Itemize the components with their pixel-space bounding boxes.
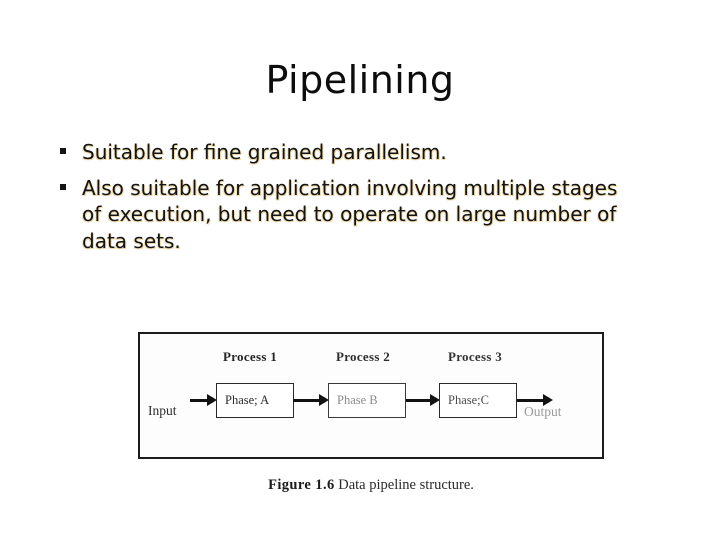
bullet-square-icon xyxy=(60,183,66,190)
input-arrowhead-icon xyxy=(207,394,217,406)
input-label: Input xyxy=(148,403,177,418)
output-arrow xyxy=(517,399,546,402)
input-arrow xyxy=(190,399,209,402)
bullet-item: Also suitable for application involving … xyxy=(58,175,633,255)
phase-b-label: Phase B xyxy=(337,393,378,407)
phase-a-label: Phase; A xyxy=(225,393,270,407)
process-3-label: Process 3 xyxy=(447,349,503,364)
bullet-list: Suitable for fine grained parallelism. A… xyxy=(58,139,633,263)
arrow-b-to-c xyxy=(406,399,432,402)
arrowhead-a-to-b-icon xyxy=(319,394,329,406)
figure-caption-text: Data pipeline structure. xyxy=(334,477,474,493)
phase-a-box: Phase; A xyxy=(216,383,294,418)
bullet-square-icon xyxy=(60,148,66,154)
phase-c-label: Phase;C xyxy=(448,393,489,407)
process-2-label: Process 2 xyxy=(335,349,391,364)
bullet-text: Also suitable for application involving … xyxy=(82,175,618,253)
pipeline-figure: Process 1 Process 2 Process 3 Phase; A P… xyxy=(138,332,604,459)
phase-b-box: Phase B xyxy=(328,383,406,418)
output-arrowhead-icon xyxy=(543,394,553,406)
arrowhead-b-to-c-icon xyxy=(430,394,440,406)
output-label: Output xyxy=(524,404,562,419)
figure-caption: Figure 1.6 Data pipeline structure. xyxy=(138,477,604,494)
phase-c-box: Phase;C xyxy=(439,383,517,418)
process-1-label: Process 1 xyxy=(222,349,278,364)
bullet-item: Suitable for fine grained parallelism. xyxy=(58,139,633,166)
figure-caption-number: Figure 1.6 xyxy=(268,477,335,493)
page-title: Pipelining xyxy=(265,58,455,102)
arrow-a-to-b xyxy=(293,399,321,402)
bullet-text: Suitable for fine grained parallelism. xyxy=(82,140,447,164)
